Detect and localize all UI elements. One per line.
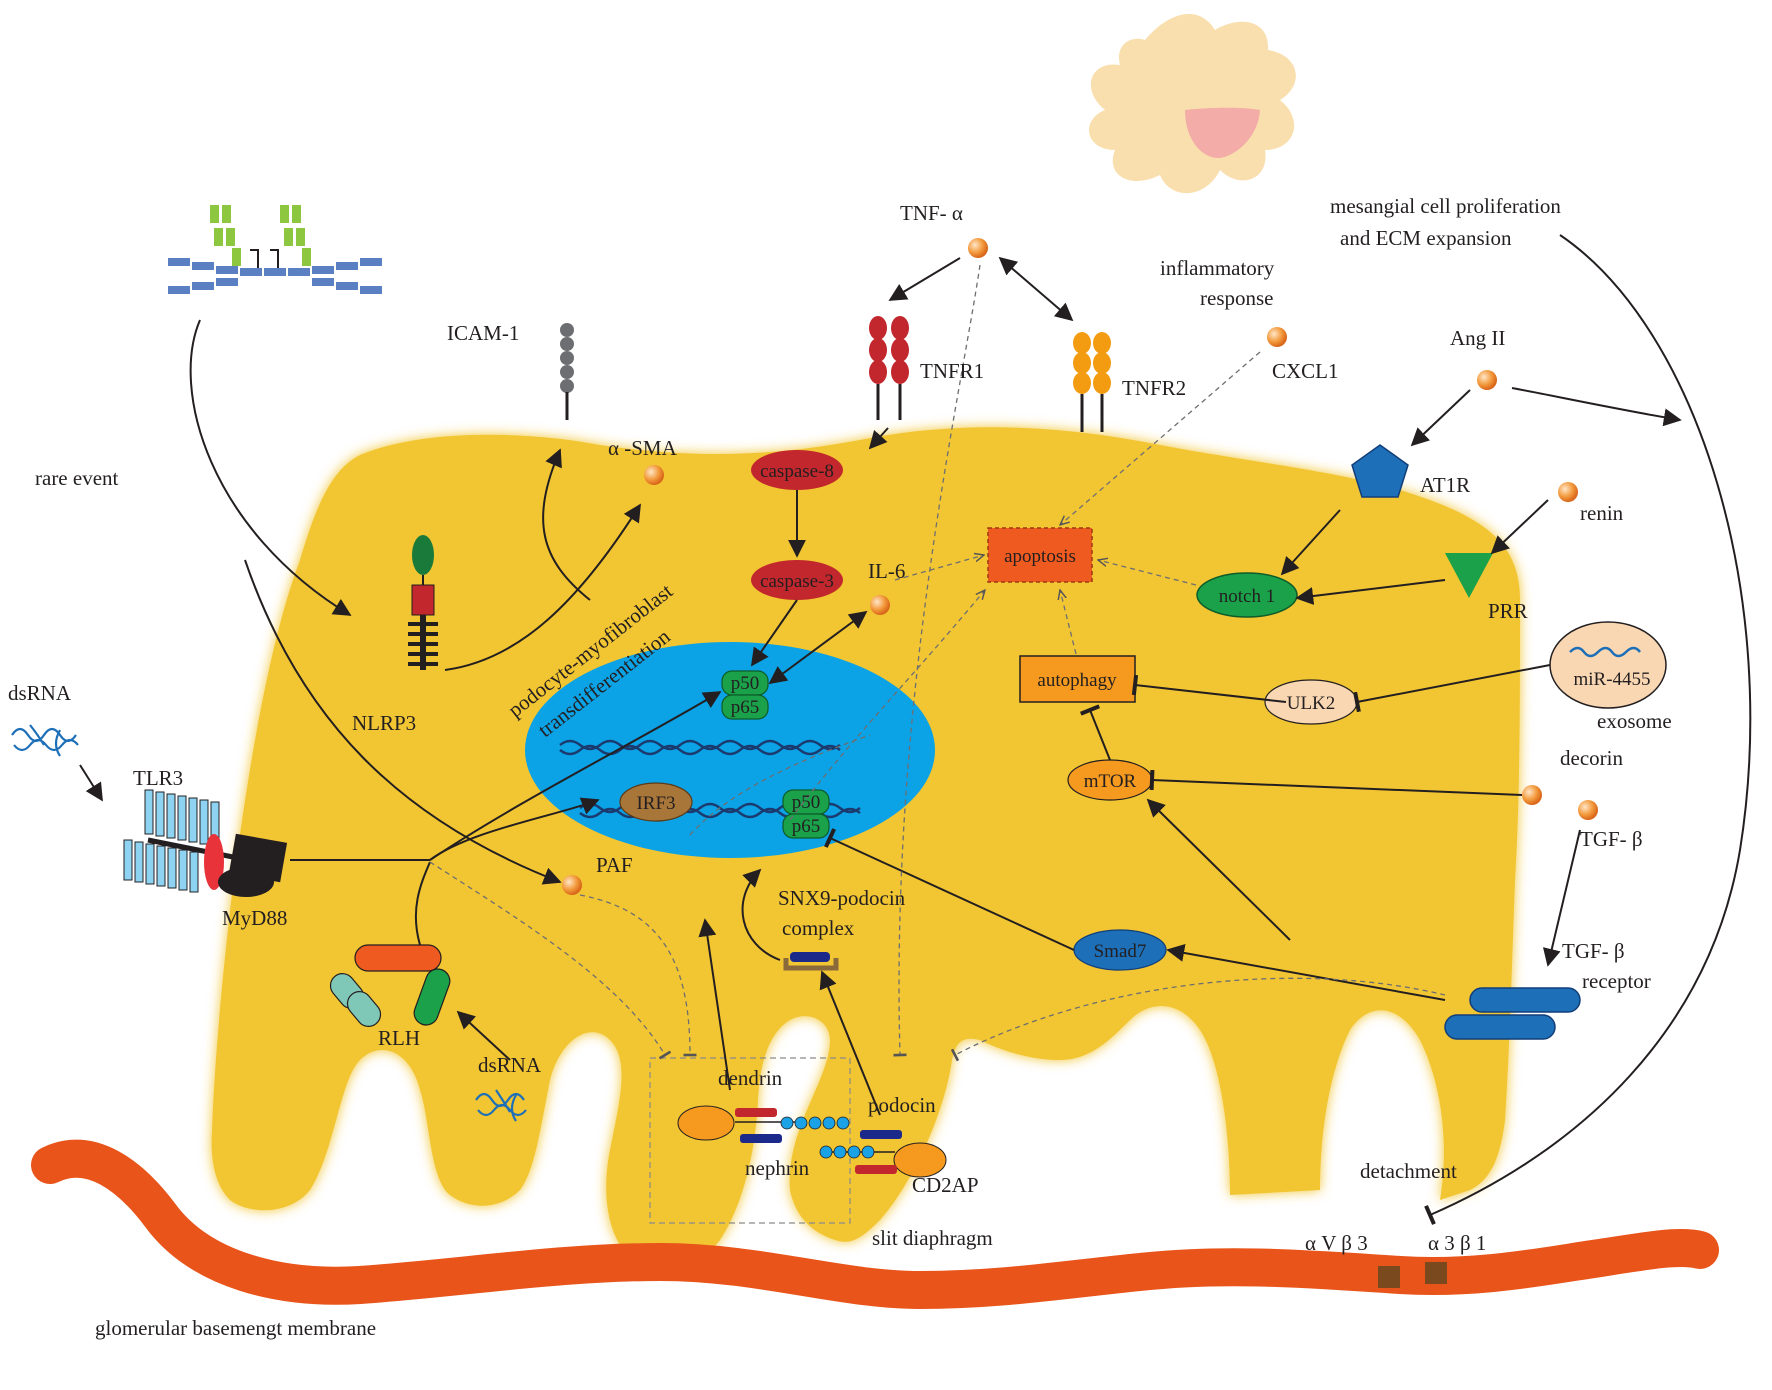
tnfr1-receptor xyxy=(869,316,909,420)
label-p50-a: p50 xyxy=(731,673,760,694)
tlr3-receptor xyxy=(123,789,288,893)
snx9-podocin-complex xyxy=(783,952,839,971)
apoptosis-node xyxy=(987,527,1093,583)
paf-ligand xyxy=(562,875,582,895)
label-mesangial-line1: mesangial cell proliferation xyxy=(1330,194,1561,218)
label-tgf-beta: TGF- β xyxy=(1580,827,1643,851)
label-cxcl1: CXCL1 xyxy=(1272,359,1339,383)
integrin-avb3 xyxy=(1378,1266,1400,1288)
label-nephrin: nephrin xyxy=(745,1156,810,1180)
pathway-arrows xyxy=(79,234,1752,1225)
label-p65-b: p65 xyxy=(792,816,821,837)
dsrna-top-icon xyxy=(11,724,79,757)
tnf-alpha-ligand xyxy=(968,238,988,258)
integrin-a3b1 xyxy=(1425,1262,1447,1284)
label-gbm: glomerular basemengt membrane xyxy=(95,1316,376,1340)
immune-complex-icon xyxy=(168,205,382,294)
label-rlh: RLH xyxy=(378,1026,420,1050)
label-ang2: Ang II xyxy=(1450,326,1505,350)
label-slit-diaphragm: slit diaphragm xyxy=(872,1226,993,1250)
dashed-connectors xyxy=(429,264,1446,1062)
label-rare-event: rare event xyxy=(35,466,119,490)
label-ulk2: ULK2 xyxy=(1287,693,1336,714)
label-exosome: exosome xyxy=(1597,709,1672,733)
label-p65-a: p65 xyxy=(731,697,760,718)
label-caspase8: caspase-8 xyxy=(760,461,834,482)
nlrp3-complex xyxy=(408,535,438,670)
label-alpha-sma: α -SMA xyxy=(608,436,678,460)
tgf-beta-ligand xyxy=(1578,800,1598,820)
label-decorin: decorin xyxy=(1560,746,1623,770)
label-nlrp3: NLRP3 xyxy=(352,711,416,735)
label-at1r: AT1R xyxy=(1420,473,1470,497)
glomerular-basement-membrane xyxy=(31,1139,1719,1309)
renin-ligand xyxy=(1558,482,1578,502)
label-snx9-line1: SNX9-podocin xyxy=(778,886,906,910)
label-tlr3: TLR3 xyxy=(133,766,183,790)
nfkb-complex-upper xyxy=(721,670,769,720)
label-cd2ap: CD2AP xyxy=(912,1173,979,1197)
label-caspase3: caspase-3 xyxy=(760,571,834,592)
at1r-receptor xyxy=(1351,444,1409,498)
label-dsrna-top: dsRNA xyxy=(8,681,72,705)
label-dendrin: dendrin xyxy=(718,1066,783,1090)
label-p50-b: p50 xyxy=(792,792,821,813)
myd88-node xyxy=(218,867,274,897)
label-avb3: α V β 3 xyxy=(1305,1231,1368,1255)
label-paf: PAF xyxy=(596,853,633,877)
label-inflammatory-line2: response xyxy=(1200,286,1273,310)
caspase3-node xyxy=(751,560,843,600)
tgf-beta-receptor xyxy=(1444,987,1581,1040)
cxcl1-ligand xyxy=(1267,327,1287,347)
icam1-receptor xyxy=(560,323,574,420)
label-tnfr1: TNFR1 xyxy=(920,359,984,383)
label-inflammatory-line1: inflammatory xyxy=(1160,256,1275,280)
rlh-receptor xyxy=(329,944,451,1027)
label-tgf-receptor-line1: TGF- β xyxy=(1562,939,1625,963)
label-mtor: mTOR xyxy=(1084,771,1137,792)
label-tnf-alpha: TNF- α xyxy=(900,201,963,225)
caspase8-node xyxy=(751,450,843,490)
mir4455-exosome xyxy=(1549,621,1667,709)
label-tnfr2: TNFR2 xyxy=(1122,376,1186,400)
label-tgf-receptor-line2: receptor xyxy=(1582,969,1651,993)
ang2-ligand xyxy=(1477,370,1497,390)
dsrna-bottom-icon xyxy=(475,1089,527,1122)
label-podocin: podocin xyxy=(868,1093,936,1117)
label-icam1: ICAM-1 xyxy=(447,321,519,345)
label-myd88: MyD88 xyxy=(222,906,287,930)
ligand-balls xyxy=(562,238,1598,895)
decorin-ligand xyxy=(1522,785,1542,805)
label-irf3: IRF3 xyxy=(636,793,675,814)
label-detachment: detachment xyxy=(1360,1159,1457,1183)
podocyte-cell-body xyxy=(211,427,1520,1266)
nfkb-complex-lower xyxy=(782,789,830,839)
label-dsrna-bottom: dsRNA xyxy=(478,1053,542,1077)
macrophage-cell xyxy=(1088,13,1296,194)
label-notch1: notch 1 xyxy=(1219,586,1275,607)
autophagy-node xyxy=(1019,655,1136,703)
il6-ligand xyxy=(870,595,890,615)
label-autophagy: autophagy xyxy=(1037,670,1117,691)
label-renin: renin xyxy=(1580,501,1624,525)
label-mesangial-line2: and ECM expansion xyxy=(1340,226,1512,250)
label-snx9-line2: complex xyxy=(782,916,855,940)
tnfr2-receptor xyxy=(1073,332,1111,432)
irf3-node xyxy=(619,782,693,822)
slit-diaphragm-proteins xyxy=(649,1057,947,1224)
label-il6: IL-6 xyxy=(868,559,905,583)
label-prr: PRR xyxy=(1488,599,1528,623)
label-mir4455: miR-4455 xyxy=(1573,669,1650,690)
prr-receptor xyxy=(1445,553,1493,598)
alpha-sma-ligand xyxy=(644,465,664,485)
label-a3b1: α 3 β 1 xyxy=(1428,1231,1486,1255)
label-apoptosis: apoptosis xyxy=(1004,546,1076,567)
label-smad7: Smad7 xyxy=(1094,941,1147,962)
